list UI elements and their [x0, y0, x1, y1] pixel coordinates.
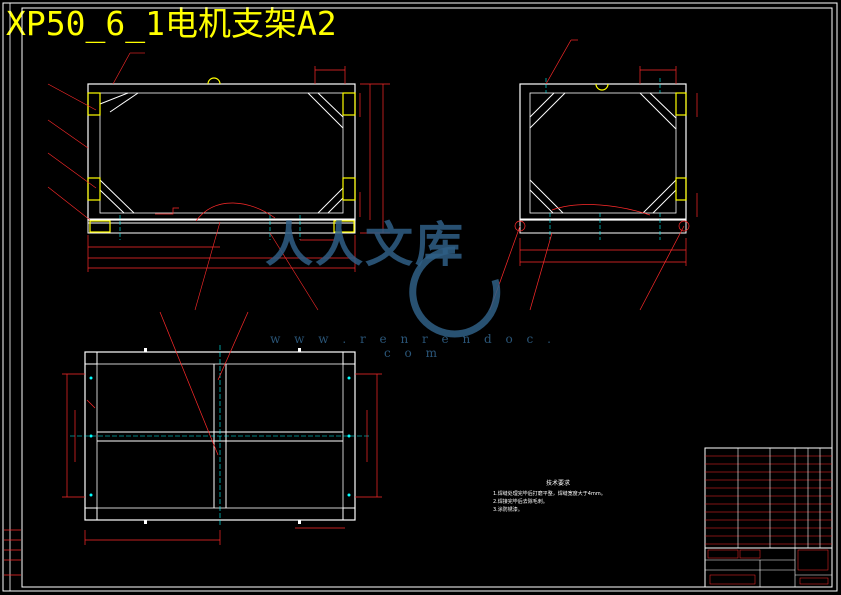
side-frame-inner	[529, 92, 677, 214]
front-view	[47, 52, 390, 311]
front-frame-outer	[87, 83, 356, 221]
front-base-rail	[87, 218, 356, 234]
tech-note-item: 1.焊缝处理完毕后打磨平整，焊缝宽度大于4mm。	[493, 491, 606, 497]
watermark-brand-text: 人人文库	[265, 217, 466, 273]
watermark-logo	[409, 246, 501, 338]
top-view	[62, 311, 382, 545]
side-view	[489, 39, 698, 311]
binding-margin-marks	[4, 529, 21, 576]
tech-note-item: 2.焊接完毕后去除毛刺。	[493, 499, 548, 505]
watermark-url: w w w . r e n r e n d o c . c o m	[270, 332, 556, 360]
tech-note-item: 3.涂防锈漆。	[493, 507, 523, 513]
inner-frame	[21, 7, 833, 588]
title-block	[704, 447, 833, 588]
technical-requirements: 技术要求 1.焊缝处理完毕后打磨平整，焊缝宽度大于4mm。 2.焊接完毕后去除毛…	[493, 480, 613, 514]
tech-notes-heading: 技术要求	[545, 480, 570, 487]
side-frame-outer	[519, 83, 687, 221]
front-frame-inner	[99, 92, 344, 214]
drawing-title: XP50_6_1电机支架A2	[6, 4, 337, 43]
